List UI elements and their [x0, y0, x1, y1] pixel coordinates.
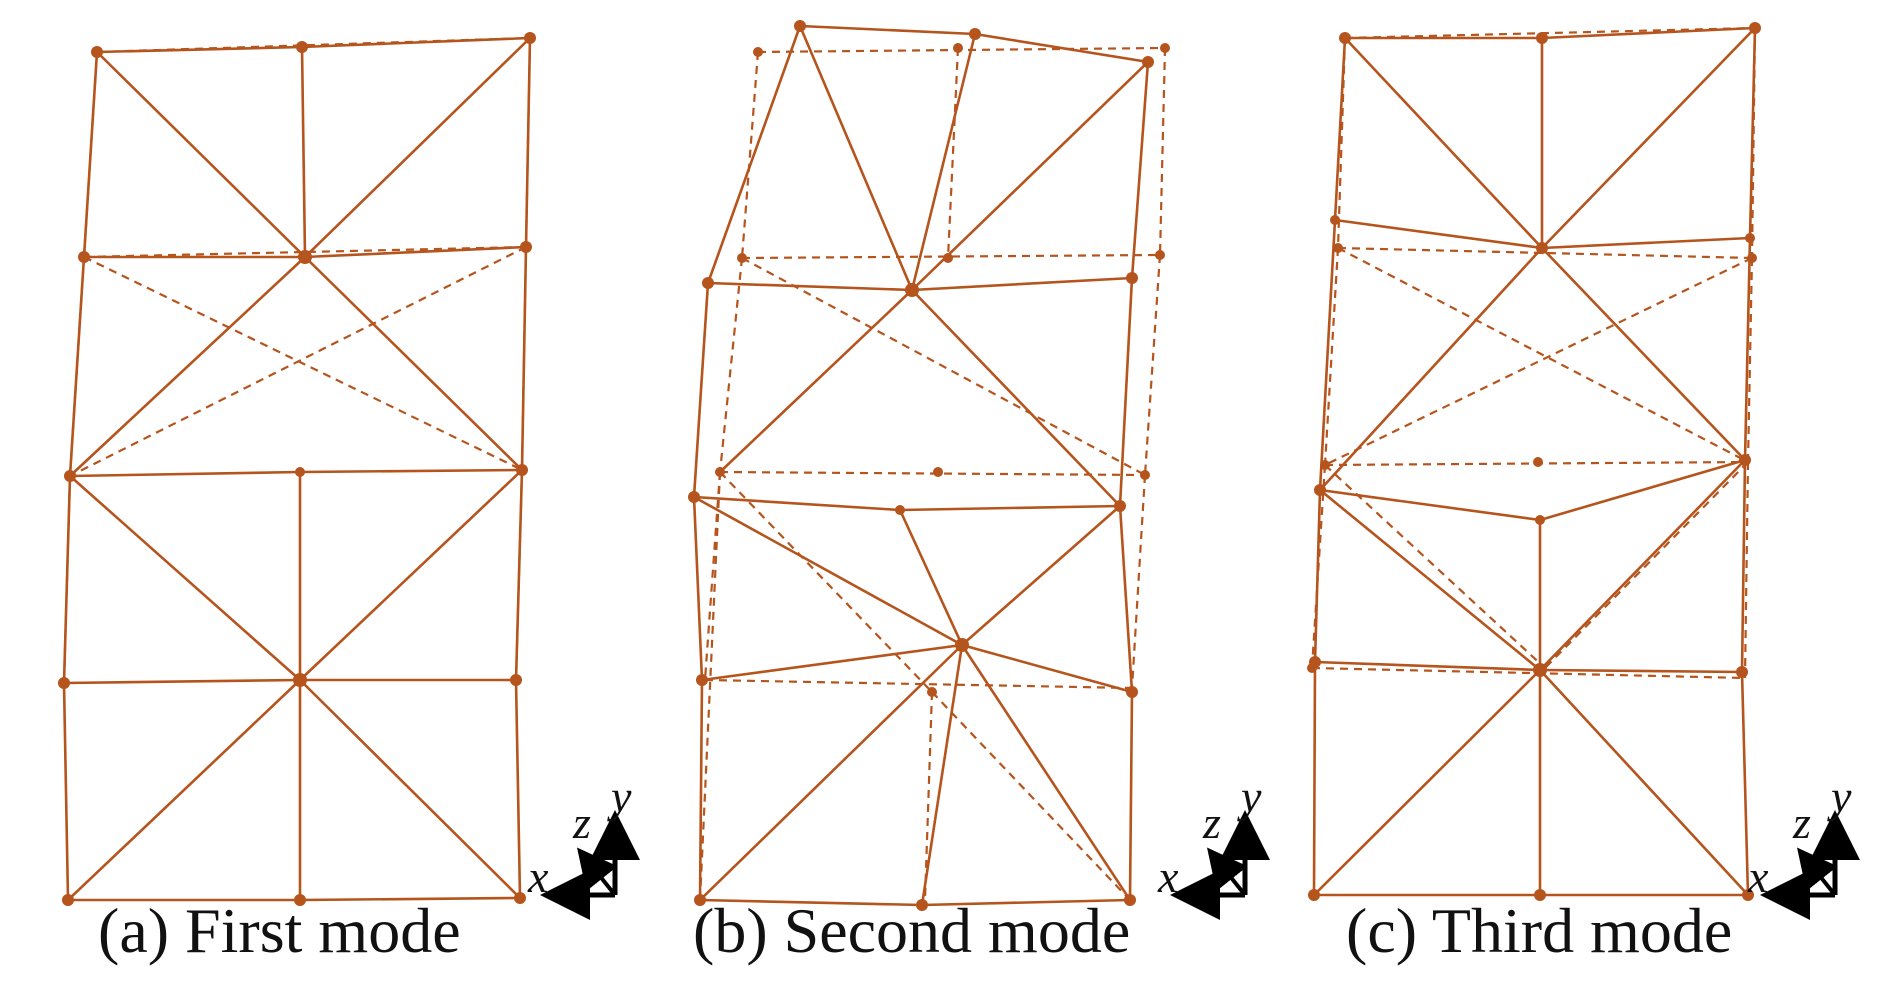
- axis-label-z: z: [572, 797, 591, 848]
- truss-nodes: [58, 32, 536, 906]
- caption-second-mode: (b) Second mode: [693, 895, 1130, 966]
- axis-label-y: y: [1237, 771, 1262, 822]
- axis-label-x: x: [1747, 851, 1769, 902]
- axis-label-y: y: [1827, 771, 1852, 822]
- axis-label-z: z: [1792, 797, 1811, 848]
- panel-first-mode: y z x (a) First mode: [58, 32, 640, 966]
- caption-first-mode: (a) First mode: [98, 895, 461, 966]
- undeformed-truss: [62, 36, 532, 684]
- panel-third-mode: y z x (c) Third mode: [1307, 22, 1860, 966]
- truss-nodes: [688, 20, 1170, 911]
- axis-label-x: x: [527, 851, 549, 902]
- panel-second-mode: y z x (b) Second mode: [688, 20, 1270, 966]
- deformed-truss: [1312, 26, 1757, 897]
- coordinate-axes: y z x: [527, 771, 640, 920]
- truss-nodes: [1307, 22, 1761, 901]
- undeformed-truss: [1310, 26, 1757, 680]
- caption-third-mode: (c) Third mode: [1346, 895, 1732, 966]
- axis-label-z: z: [1202, 797, 1221, 848]
- coordinate-axes: y z x: [1157, 771, 1270, 920]
- deformed-truss: [62, 36, 532, 902]
- coordinate-axes: y z x: [1747, 771, 1860, 920]
- axis-label-x: x: [1157, 851, 1179, 902]
- deformed-truss: [692, 24, 1150, 907]
- undeformed-truss: [698, 46, 1167, 901]
- axis-label-y: y: [607, 771, 632, 822]
